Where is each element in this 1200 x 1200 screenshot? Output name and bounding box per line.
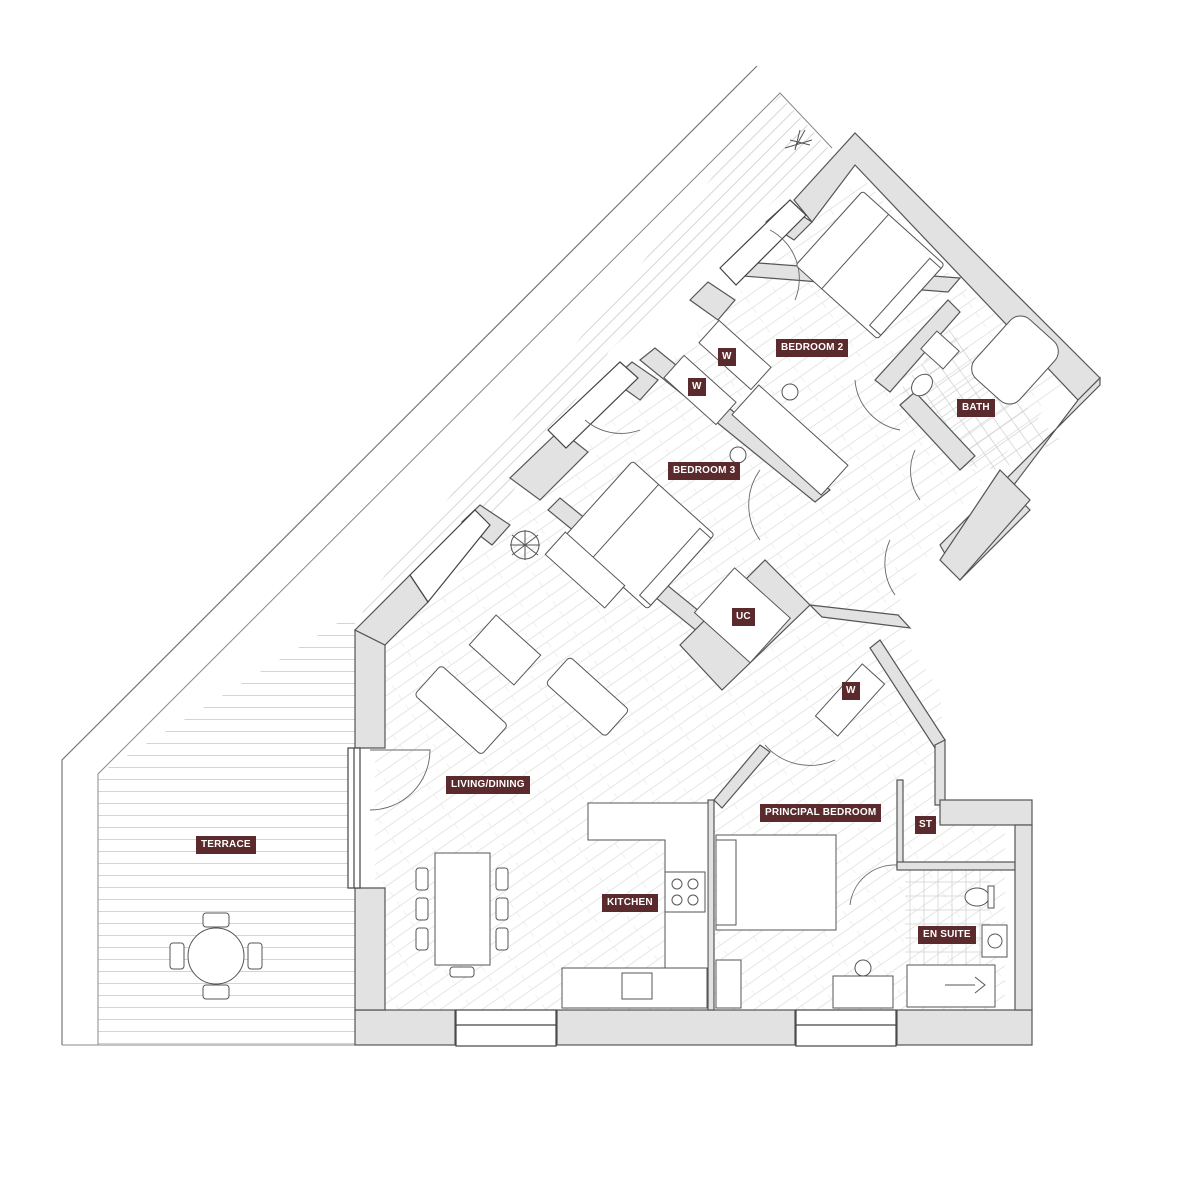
room-label-wardrobe-principal: W (842, 682, 860, 700)
room-label-living-dining: LIVING/DINING (446, 776, 530, 794)
room-label-en-suite: EN SUITE (918, 926, 976, 944)
terrace (61, 65, 833, 1046)
room-label-bedroom-3: BEDROOM 3 (668, 462, 741, 480)
windows (347, 199, 897, 1047)
room-label-bath: BATH (957, 399, 995, 417)
room-label-terrace: TERRACE (196, 836, 256, 854)
room-label-utility-cupboard: UC (732, 608, 755, 626)
plant-icon (510, 129, 813, 560)
room-label-wardrobe-bedroom-2: W (718, 348, 736, 366)
room-label-store: ST (915, 816, 937, 834)
room-label-kitchen: KITCHEN (602, 894, 658, 912)
room-label-bedroom-2: BEDROOM 2 (776, 339, 849, 357)
furniture (169, 191, 1059, 1009)
room-label-wardrobe-bedroom-3: W (688, 378, 706, 396)
room-label-principal-bedroom: PRINCIPAL BEDROOM (760, 804, 882, 822)
doors (369, 229, 921, 906)
